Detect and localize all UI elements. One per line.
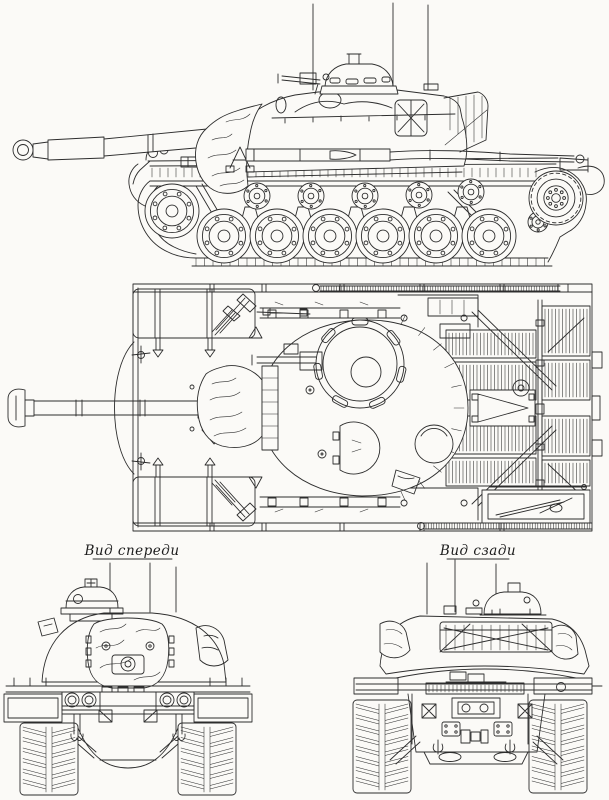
muzzle-brake [12,139,34,161]
mantlet-cover-plan [196,365,279,451]
fender-right [533,677,593,695]
lifting-ring [275,96,287,114]
bow-lower [77,727,179,769]
top-view [7,283,603,532]
stowage-box [394,99,428,137]
fender-stowage-tube [245,148,391,162]
gun-barrel-plan [7,388,217,428]
tow-hook [432,739,516,755]
mantlet-cover [195,103,263,194]
antenna [109,562,177,615]
tow-cable [389,149,585,164]
engine-deck [427,297,603,524]
fender-stowage-box [132,288,263,527]
headlight-cluster [61,691,195,711]
commander-cupola-plan [251,317,407,409]
track-front-left [19,722,79,796]
cover-blob [391,469,421,495]
front-view-label: Вид спереди [83,543,179,559]
front-view: Вид спереди [3,543,253,796]
rear-toolbox [481,484,591,524]
mantlet-cover-front [85,617,175,689]
turret-side-stowage [379,620,579,660]
return-roller [457,178,485,206]
drive-sprocket [528,170,584,226]
track-rear-right [528,699,588,794]
return-roller [243,182,271,210]
return-roller [351,182,379,210]
bustle-rack [439,621,553,653]
road-wheel [408,208,464,264]
turret [241,83,489,178]
tow-hook [70,713,186,741]
bow-outline [114,341,135,475]
turret-plan [196,315,469,501]
idler-wheel [144,183,200,239]
muzzle-brake-plan [7,388,35,428]
deck-hatch-strip [259,294,479,521]
road-wheel [249,208,305,264]
rear-view-label: Вид сзади [439,543,516,559]
commander-cupola [277,53,399,95]
track-front-right [177,722,237,796]
cupola-machine-gun [277,72,330,95]
rear-view: Вид сзади [352,543,603,794]
tow-cable-band [312,283,593,530]
fender-left [353,677,399,695]
taillight-guard [421,703,533,719]
stowage-plate [441,721,513,737]
periscope [346,53,362,65]
return-roller [405,181,433,209]
loader-hatch [332,421,381,475]
hull-rear [353,671,603,765]
handrail [271,113,456,124]
gun-muzzle-front [120,656,136,672]
deck-spine [535,299,545,517]
road-wheel [355,208,411,264]
antenna [312,2,429,93]
gun-barrel [12,128,208,161]
periscope-dome [414,424,454,464]
hull-front [3,677,253,769]
rear-plate [407,693,546,765]
bustle-rack [443,91,489,153]
tow-pintle [460,729,489,744]
commander-cupola-front [60,578,124,622]
commander-cupola-rear [479,582,547,616]
track-rear-left [352,699,412,794]
road-wheel [196,208,252,264]
road-wheel [302,208,358,264]
cupola-mg-plan [251,354,317,366]
side-view [12,2,605,267]
travel-lock [225,146,255,173]
engine-access-door [451,697,501,719]
roof-fitting [423,83,439,91]
return-roller [297,182,325,210]
road-wheel [461,208,517,264]
